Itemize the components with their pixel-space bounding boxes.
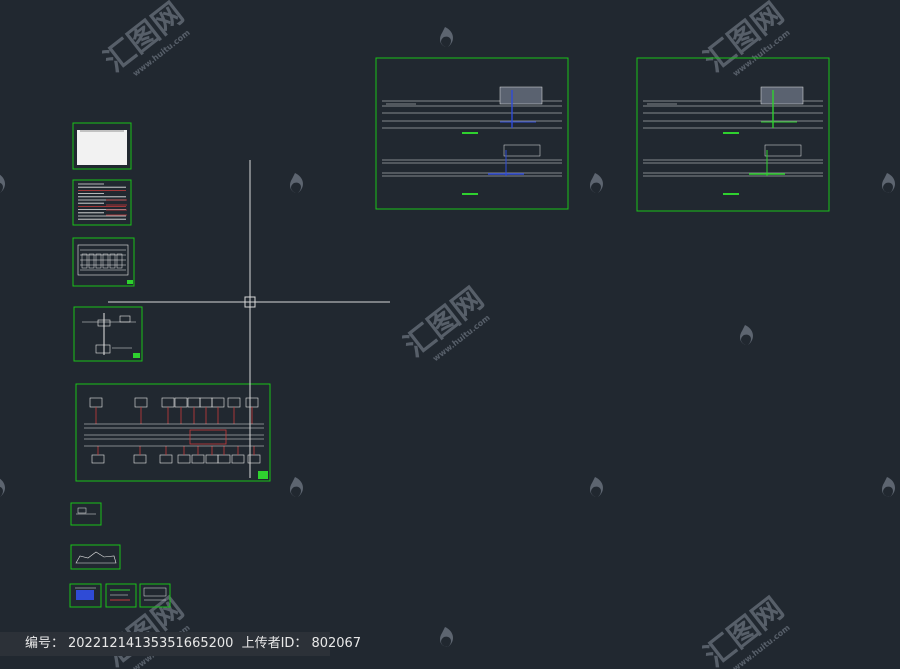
watermark-mark-icon bbox=[590, 477, 604, 497]
sheet-pipeline-profile[interactable] bbox=[75, 383, 271, 482]
sheet-small-1[interactable] bbox=[70, 502, 102, 526]
uploader-label: 上传者ID： bbox=[241, 636, 308, 651]
uploader-value: 802067 bbox=[311, 636, 362, 651]
sheet-design-notes[interactable] bbox=[72, 179, 132, 226]
watermark-mark-icon bbox=[0, 174, 5, 193]
watermark-mark-icon bbox=[740, 325, 754, 345]
sheet-plan-overview[interactable] bbox=[72, 237, 135, 287]
sheet-section-a[interactable] bbox=[375, 57, 569, 210]
image-id-footer: 编号：20221214135351665200 上传者ID：802067 bbox=[0, 632, 361, 656]
watermark-mark-icon bbox=[882, 477, 896, 497]
sheet-small-3[interactable] bbox=[69, 583, 102, 608]
id-label: 编号： bbox=[25, 636, 65, 651]
watermark-mark-icon bbox=[882, 173, 896, 193]
sheet-cover[interactable] bbox=[72, 122, 132, 170]
watermark-mark-icon bbox=[0, 478, 5, 497]
watermark-mark-icon bbox=[590, 173, 604, 193]
sheet-section-b[interactable] bbox=[636, 57, 830, 212]
sheet-detail-section[interactable] bbox=[73, 306, 143, 362]
id-value: 20221214135351665200 bbox=[68, 636, 234, 651]
sheet-small-5[interactable] bbox=[139, 583, 171, 608]
watermark-mark-icon bbox=[440, 627, 454, 647]
watermark-mark-icon bbox=[440, 27, 454, 47]
crosshair-cursor-icon bbox=[108, 160, 390, 478]
sheet-small-4[interactable] bbox=[105, 583, 137, 608]
sheet-small-2[interactable] bbox=[70, 544, 121, 570]
watermark-mark-icon bbox=[290, 477, 304, 497]
watermark-mark-icon bbox=[290, 173, 304, 193]
